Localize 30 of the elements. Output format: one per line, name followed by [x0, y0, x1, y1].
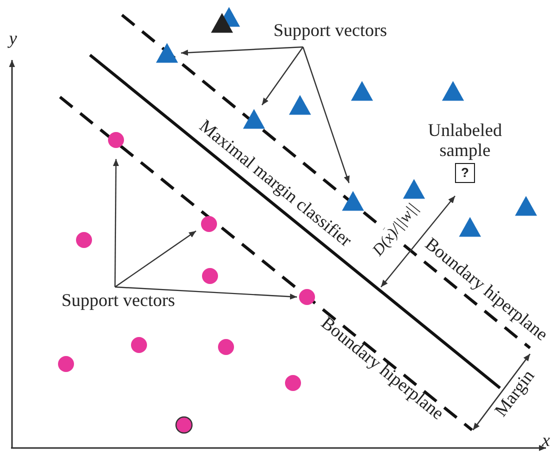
data-point	[201, 216, 217, 232]
data-point	[131, 337, 147, 353]
data-point	[156, 43, 178, 63]
data-point	[459, 217, 481, 237]
axis-label: y	[9, 28, 17, 48]
data-point	[218, 339, 234, 355]
double-arrow	[380, 196, 456, 288]
leader-arrow	[180, 46, 304, 56]
leader-arrow	[302, 46, 350, 184]
leader-arrow	[262, 46, 304, 106]
leader-arrow	[114, 230, 196, 288]
data-point	[351, 81, 373, 101]
data-point	[299, 289, 315, 305]
data-point	[108, 132, 124, 148]
data-point	[76, 232, 92, 248]
data-point	[289, 95, 311, 115]
sample-box: ?	[455, 163, 475, 183]
data-point	[58, 356, 74, 372]
data-point	[442, 81, 464, 101]
data-point	[175, 416, 193, 434]
data-point	[515, 196, 537, 216]
leader-arrow	[112, 159, 119, 287]
heading-label: Unlabeled sample	[427, 120, 503, 160]
axis-label: x	[542, 430, 550, 450]
data-point	[285, 375, 301, 391]
data-point	[211, 13, 233, 33]
data-point	[202, 268, 218, 284]
callout-label: Support vectors	[62, 290, 175, 310]
leader-arrow	[114, 286, 298, 300]
callout-label: Support vectors	[274, 20, 387, 40]
